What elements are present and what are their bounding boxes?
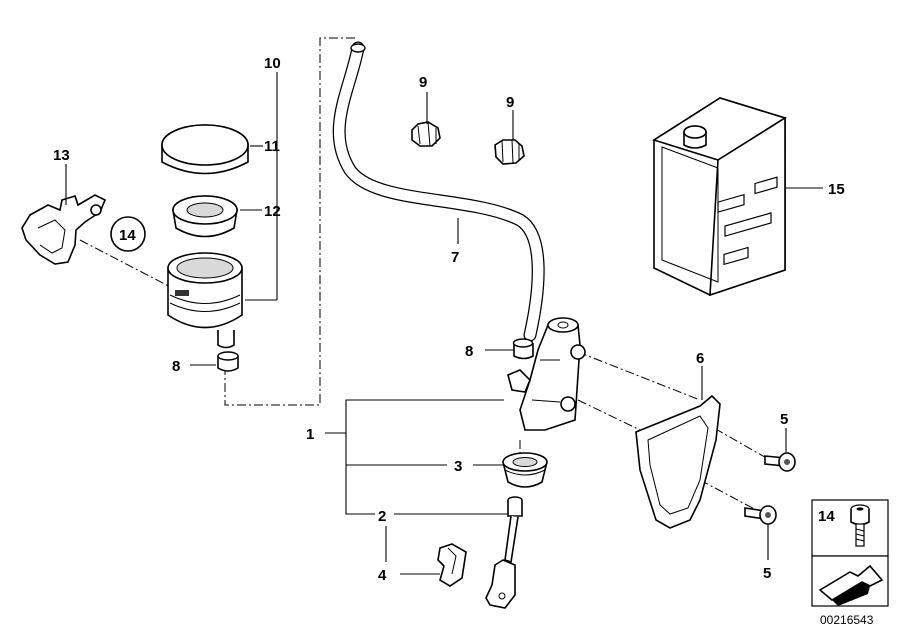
hose-clip-2 <box>494 139 525 165</box>
callout-13: 13 <box>53 147 70 164</box>
diaphragm <box>172 195 238 238</box>
bracket-part <box>21 194 107 265</box>
hose <box>332 41 545 342</box>
hose-clip-1 <box>411 121 441 147</box>
callout-4: 4 <box>378 567 387 584</box>
callout-8-right: 8 <box>465 343 473 360</box>
circled-callout-14 <box>110 216 146 252</box>
reservoir <box>167 252 243 349</box>
callout-12: 12 <box>264 203 281 220</box>
leader-lines <box>65 72 823 575</box>
callout-10: 10 <box>264 55 281 72</box>
master-cylinder <box>507 317 586 431</box>
hose-clamp-left <box>217 351 239 372</box>
callout-1: 1 <box>306 426 314 443</box>
callout-11: 11 <box>264 138 280 155</box>
callout-15: 15 <box>828 181 845 198</box>
callout-6: 6 <box>696 350 704 367</box>
callout-5-lower: 5 <box>763 565 771 582</box>
callout-3: 3 <box>454 458 462 475</box>
legend-label-14: 14 <box>818 508 835 525</box>
bolt-icon <box>850 504 870 547</box>
reservoir-cap <box>161 124 249 175</box>
hose-clamp-right <box>512 338 534 360</box>
callout-8-left: 8 <box>172 358 180 375</box>
callout-5-upper: 5 <box>780 411 788 428</box>
callout-2: 2 <box>378 508 386 525</box>
callout-14: 14 <box>119 227 136 244</box>
arrow-icon <box>818 564 884 606</box>
callout-9-left: 9 <box>419 74 427 91</box>
callout-7: 7 <box>451 249 459 266</box>
fluid-can <box>652 97 787 297</box>
legend-box: 14 <box>811 499 889 607</box>
push-rod <box>485 496 523 609</box>
callout-9-right: 9 <box>506 94 514 111</box>
cover-panel <box>635 394 721 529</box>
callout-labels: 10 11 12 13 14 8 9 9 7 8 1 3 2 4 6 5 5 1… <box>53 55 845 584</box>
screw-lower <box>744 505 777 525</box>
screw-upper <box>764 452 796 472</box>
seal-boot <box>502 452 548 488</box>
retaining-clip <box>437 543 467 587</box>
part-number: 00216543 <box>820 613 874 627</box>
